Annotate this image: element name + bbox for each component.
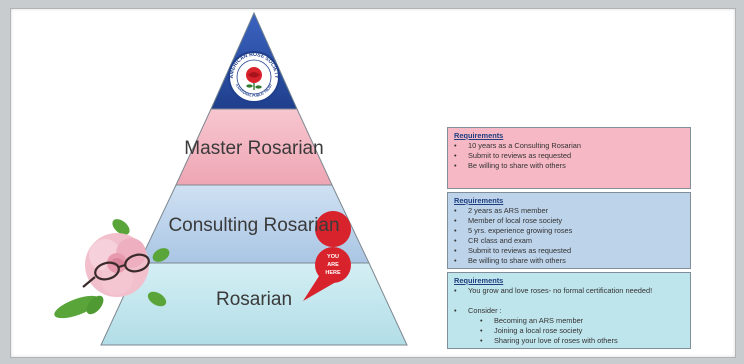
list-sub-item: Becoming an ARS member — [454, 316, 684, 326]
list-item: Be willing to share with others — [454, 161, 684, 171]
marker-line-2: ARE — [327, 262, 339, 268]
list-item: Submit to reviews as requested — [454, 151, 684, 161]
list-sub-item: Joining a local rose society — [454, 326, 684, 336]
requirements-box-consulting: Requirements 2 years as ARS member Membe… — [447, 192, 691, 269]
requirements-list: You grow and love roses- no formal certi… — [454, 286, 684, 346]
rosarian-pyramid: AMERICAN ROSE SOCIETY A NATIONAL PUBLIC … — [54, 11, 408, 346]
list-item: Consider : — [454, 306, 684, 316]
you-are-here-marker: YOU ARE HERE — [303, 211, 352, 301]
list-item: Member of local rose society — [454, 216, 684, 226]
ars-logo: AMERICAN ROSE SOCIETY A NATIONAL PUBLIC … — [228, 51, 280, 103]
list-item: CR class and exam — [454, 236, 684, 246]
list-sub-item: Sharing your love of roses with others — [454, 336, 684, 346]
requirements-heading: Requirements — [454, 196, 504, 205]
list-item: 5 yrs. experience growing roses — [454, 226, 684, 236]
list-item: 10 years as a Consulting Rosarian — [454, 141, 684, 151]
marker-line-1: YOU — [327, 254, 339, 260]
requirements-list: 2 years as ARS member Member of local ro… — [454, 206, 684, 266]
marker-line-3: HERE — [325, 270, 341, 276]
tier-label-master: Master Rosarian — [184, 138, 324, 159]
requirements-heading: Requirements — [454, 276, 504, 285]
list-item: Be willing to share with others — [454, 256, 684, 266]
requirements-box-rosarian: Requirements You grow and love roses- no… — [447, 272, 691, 349]
requirements-heading: Requirements — [454, 131, 504, 140]
list-item: You grow and love roses- no formal certi… — [454, 286, 684, 296]
list-item: Submit to reviews as requested — [454, 246, 684, 256]
list-item: 2 years as ARS member — [454, 206, 684, 216]
requirements-list: 10 years as a Consulting Rosarian Submit… — [454, 141, 684, 171]
tier-label-consulting: Consulting Rosarian — [168, 215, 340, 236]
tier-label-rosarian: Rosarian — [215, 289, 293, 310]
slide-frame: AMERICAN ROSE SOCIETY A NATIONAL PUBLIC … — [10, 8, 736, 358]
requirements-box-master: Requirements 10 years as a Consulting Ro… — [447, 127, 691, 189]
rose-illustration — [54, 219, 170, 319]
